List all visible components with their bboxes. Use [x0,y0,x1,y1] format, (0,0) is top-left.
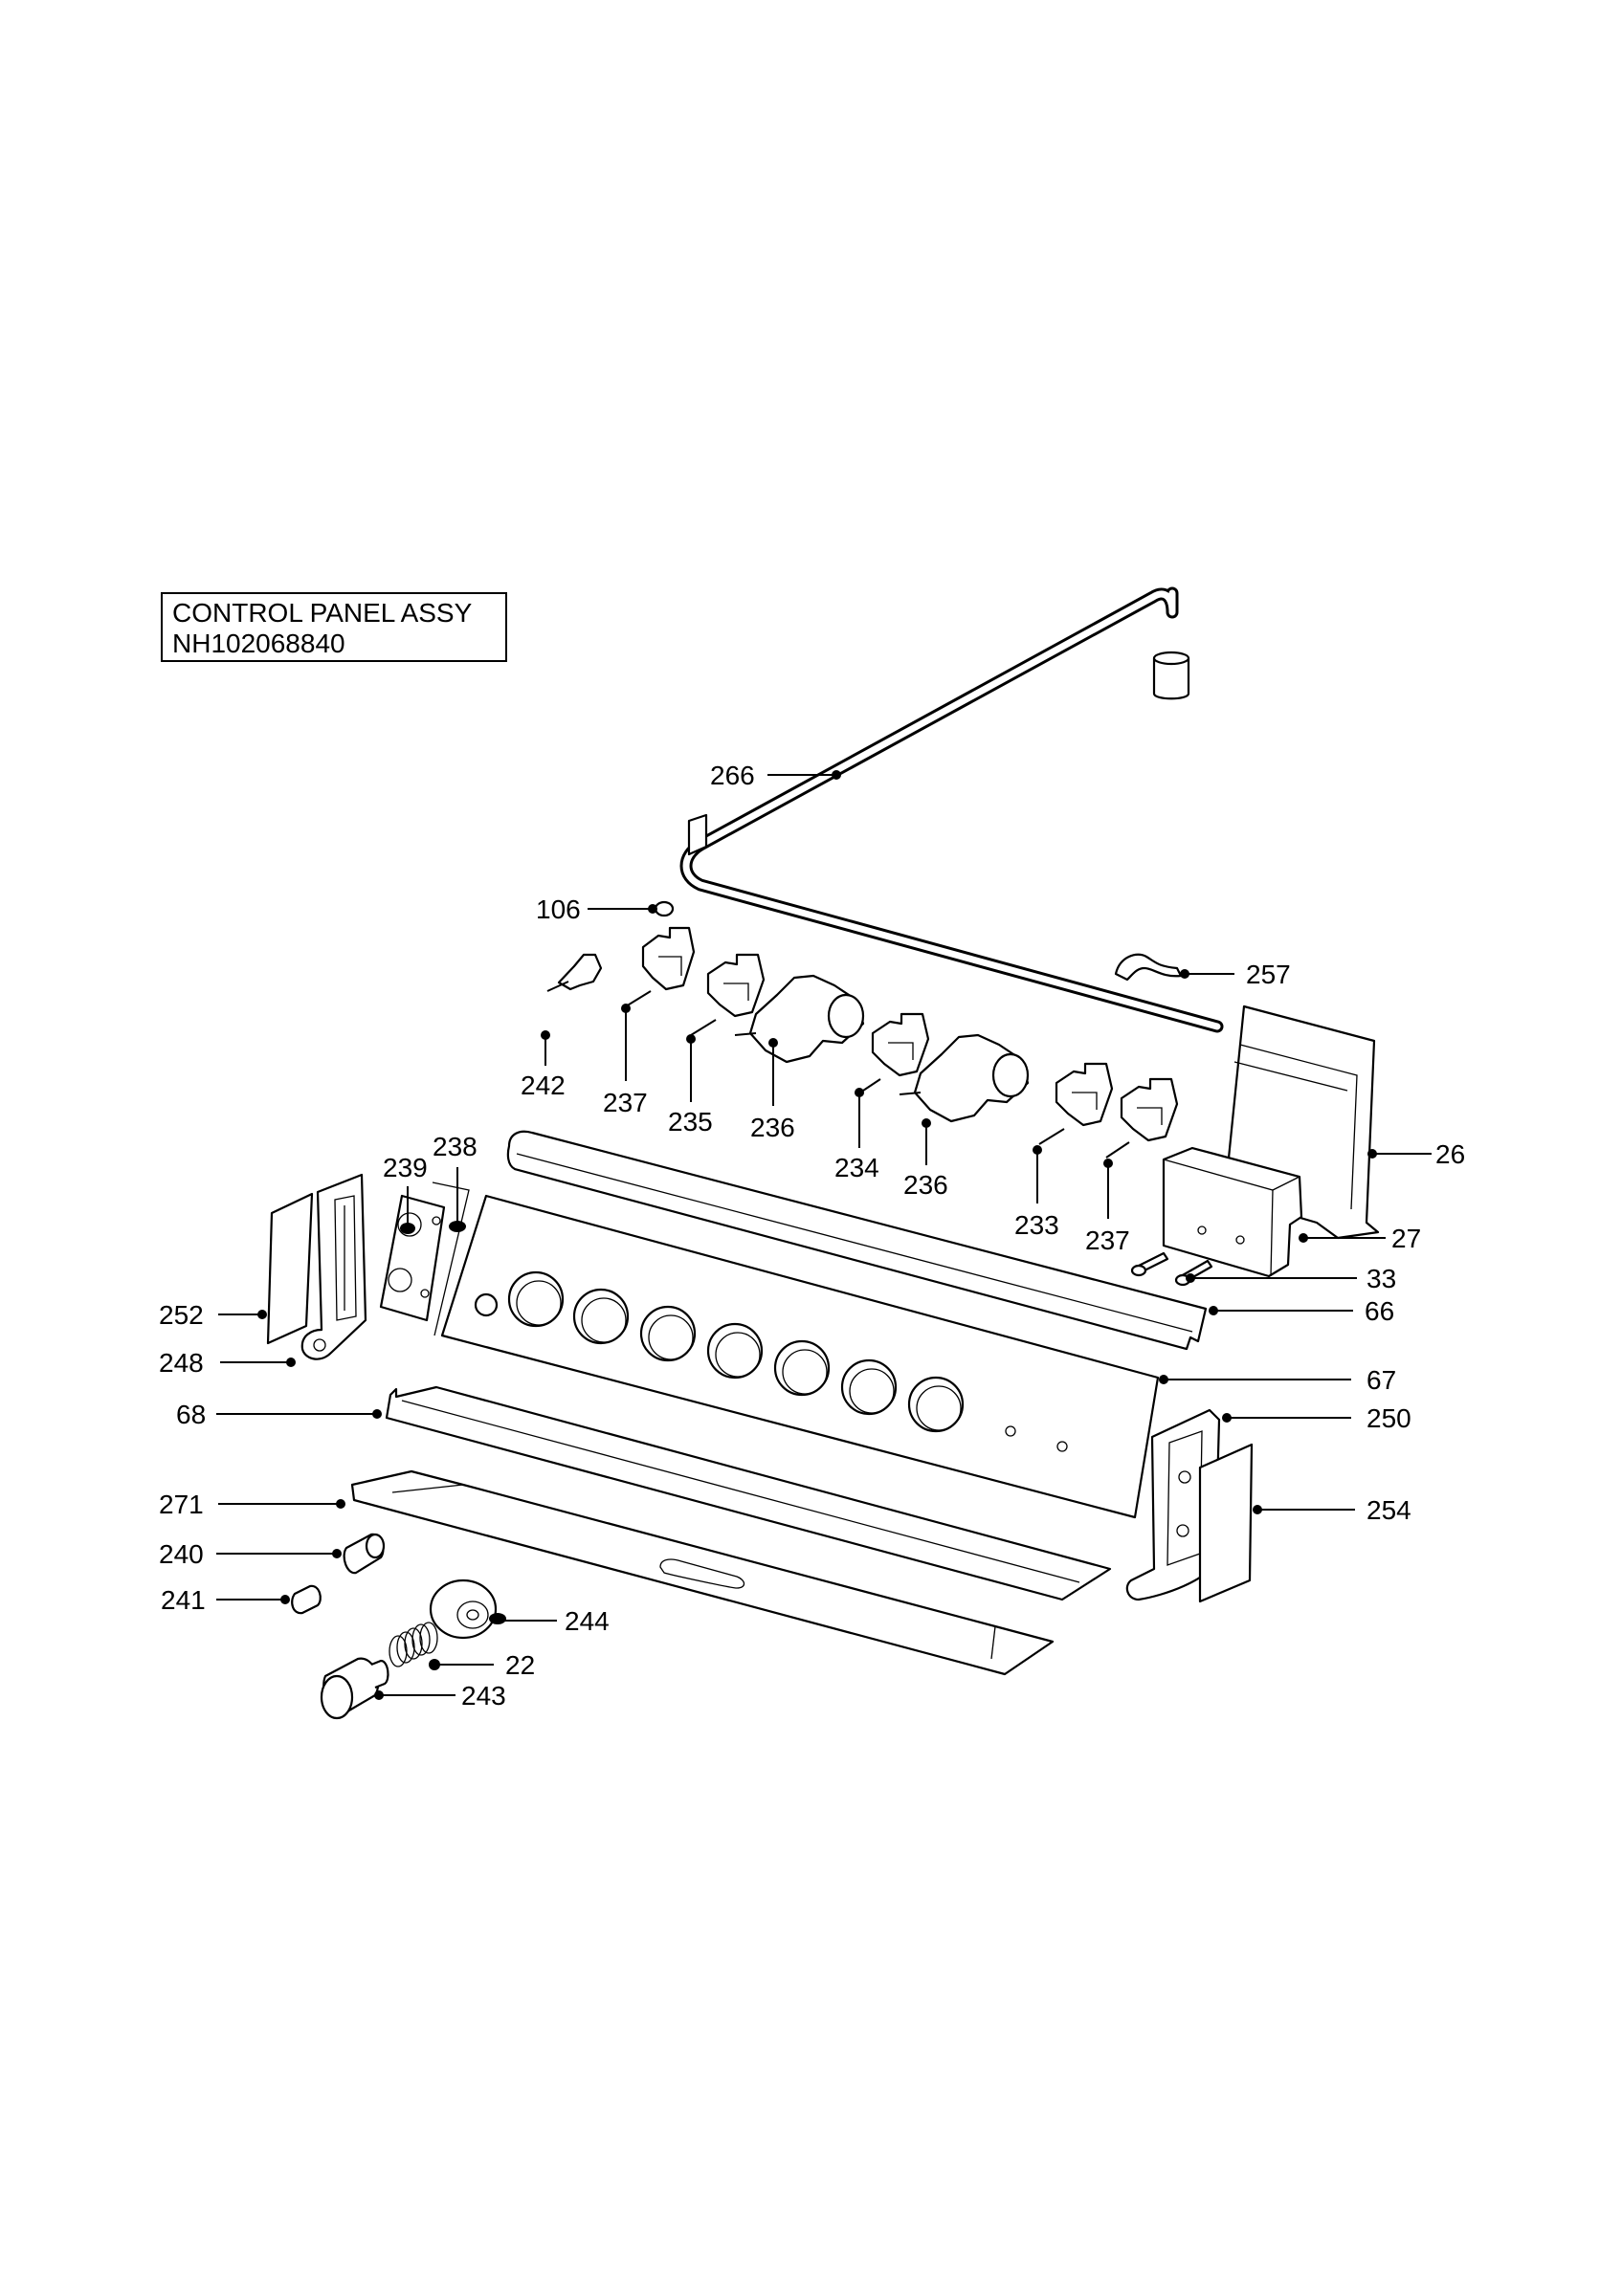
callout-labels: 266 106 257 242 237 235 236 234 236 233 … [159,761,1465,1711]
callout-235: 235 [668,1107,713,1137]
title-box: CONTROL PANEL ASSY NH102068840 [161,592,507,662]
part-237-gas-tap-left [625,926,696,1007]
callout-22: 22 [505,1650,535,1680]
callout-27: 27 [1391,1224,1421,1253]
leader-lines [216,770,1432,1700]
callout-237-right: 237 [1085,1225,1130,1255]
callout-248: 248 [159,1348,204,1378]
part-244-knob-skirt [429,1578,498,1640]
part-67-fascia-panel [432,1181,1160,1519]
callout-254: 254 [1366,1495,1411,1525]
part-254-end-plate-right [1198,1443,1254,1603]
part-271-bottom-strip [350,1469,1055,1676]
callout-257: 257 [1246,960,1291,989]
part-266-gas-pipe [679,586,1224,1033]
callout-241: 241 [161,1585,206,1615]
callout-239: 239 [383,1153,428,1182]
part-236-gas-tap-large-2 [899,1033,1030,1123]
callout-243: 243 [461,1681,506,1711]
callout-240: 240 [159,1539,204,1569]
callout-68: 68 [176,1400,206,1429]
part-248-end-cap-left [300,1173,367,1360]
part-66-top-trim [506,1130,1208,1351]
part-234-gas-tap [856,1012,930,1095]
part-68-lower-strip [385,1385,1112,1601]
part-33-screws [1130,1251,1213,1287]
assembly-title: CONTROL PANEL ASSY [172,598,473,628]
callout-33: 33 [1366,1264,1396,1293]
callout-234: 234 [834,1153,879,1182]
part-237-gas-tap-right [1105,1077,1179,1159]
callout-67: 67 [1366,1365,1396,1395]
part-240-button [343,1533,386,1575]
callout-236-left: 236 [750,1113,795,1142]
part-252-end-plate-left [266,1192,314,1345]
callout-26: 26 [1435,1139,1465,1169]
callout-106: 106 [536,894,581,924]
part-235-gas-tap [690,953,766,1036]
part-number: NH102068840 [172,629,345,658]
part-233-gas-tap [1038,1062,1114,1145]
callout-238: 238 [433,1132,478,1161]
part-236-gas-tap-large [734,974,865,1064]
part-239-plate [379,1194,446,1322]
callout-237-left: 237 [603,1088,648,1117]
part-241-button-cap [291,1584,322,1615]
part-242-fitting [546,953,603,992]
part-27-box [1162,1146,1303,1278]
part-106-nut [654,900,675,917]
part-243-control-knob [320,1657,389,1720]
callout-244: 244 [565,1606,610,1636]
callout-250: 250 [1366,1403,1411,1433]
callout-66: 66 [1365,1296,1394,1326]
part-257-clip [1114,953,1183,982]
callout-242: 242 [521,1071,566,1100]
callout-271: 271 [159,1490,204,1519]
part-22-spring [389,1622,438,1667]
callout-252: 252 [159,1300,204,1330]
callout-236-right: 236 [903,1170,948,1200]
callout-266: 266 [710,761,755,790]
callout-233: 233 [1014,1210,1059,1240]
